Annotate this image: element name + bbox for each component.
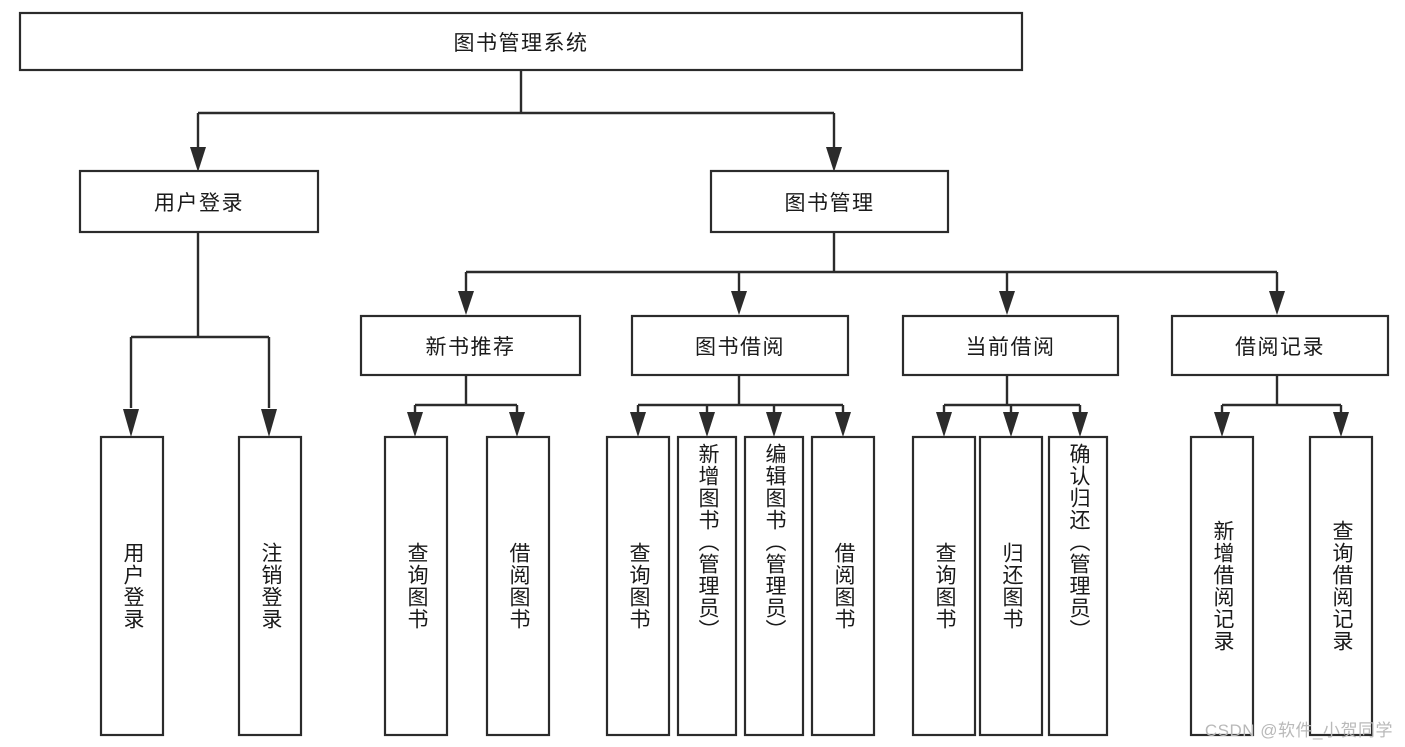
node-user-login[interactable] bbox=[78, 169, 320, 234]
leaf-record-query-record[interactable] bbox=[1308, 435, 1374, 737]
connector-bookmgmt-to-level3 bbox=[458, 232, 1285, 315]
connector-userlogin-to-leaves bbox=[123, 232, 277, 437]
leaf-record-add-record[interactable] bbox=[1189, 435, 1255, 737]
connector-borrow-to-leaves bbox=[630, 375, 851, 437]
leaf-current-confirm-return-admin[interactable] bbox=[1047, 435, 1109, 737]
connector-root-to-level2 bbox=[190, 70, 842, 172]
leaf-current-query-book[interactable] bbox=[911, 435, 977, 737]
leaf-borrow-borrow-book[interactable] bbox=[810, 435, 876, 737]
node-borrow-record[interactable] bbox=[1170, 314, 1390, 377]
connector-newbook-to-leaves bbox=[407, 375, 525, 437]
leaf-user-login-login[interactable] bbox=[99, 435, 165, 737]
leaf-borrow-query-book[interactable] bbox=[605, 435, 671, 737]
connector-current-to-leaves bbox=[936, 375, 1088, 437]
leaf-current-return-book[interactable] bbox=[978, 435, 1044, 737]
leaf-newbook-borrow-book[interactable] bbox=[485, 435, 551, 737]
node-root-book-management-system[interactable] bbox=[18, 11, 1024, 72]
connector-record-to-leaves bbox=[1214, 375, 1349, 437]
leaf-borrow-add-book-admin[interactable] bbox=[676, 435, 738, 737]
leaf-newbook-query-book[interactable] bbox=[383, 435, 449, 737]
node-book-management[interactable] bbox=[709, 169, 950, 234]
node-new-book-recommend[interactable] bbox=[359, 314, 582, 377]
leaf-user-login-logout[interactable] bbox=[237, 435, 303, 737]
node-book-borrow[interactable] bbox=[630, 314, 850, 377]
node-current-borrow[interactable] bbox=[901, 314, 1120, 377]
leaf-borrow-edit-book-admin[interactable] bbox=[743, 435, 805, 737]
csdn-watermark: CSDN @软件_小贺同学 bbox=[1204, 721, 1393, 740]
